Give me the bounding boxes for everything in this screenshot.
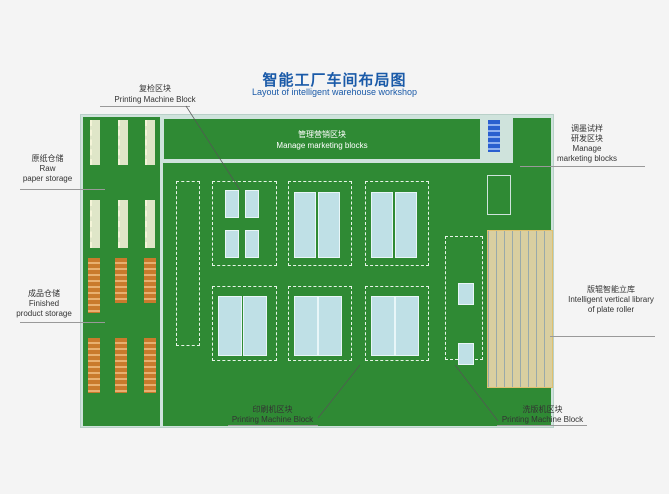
- product-shelf: [88, 338, 100, 393]
- inspection-machine: [245, 190, 259, 218]
- raw-paper-shelf: [90, 200, 100, 248]
- washing-label-cn: 洗版机区块: [522, 405, 563, 414]
- page-title: 智能工厂车间布局图: [262, 72, 407, 89]
- roller-label-cn: 版辊智能立库: [587, 285, 635, 294]
- washing-underline: [497, 425, 587, 426]
- finished-underline: [20, 322, 105, 323]
- printing-machine: [395, 296, 419, 356]
- printing-machine: [318, 296, 342, 356]
- product-shelf: [144, 338, 156, 393]
- roller-label-en1: Intelligent vertical library: [568, 295, 654, 304]
- inspection-zone: [212, 181, 277, 266]
- printing-machine: [294, 192, 316, 258]
- washing-machine: [458, 343, 474, 365]
- inspection-label-en: Printing Machine Block: [114, 95, 196, 104]
- printing-machine: [371, 296, 395, 356]
- rnd-label-cn1: 调墨试样: [571, 124, 603, 133]
- product-shelf: [115, 338, 127, 393]
- small-room: [487, 175, 511, 215]
- raw-label-cn: 原纸仓储: [31, 154, 64, 163]
- roller-underline: [550, 336, 655, 337]
- printing-zone-3: [212, 286, 277, 361]
- plate-roller-library: [487, 230, 553, 388]
- raw-label-en1: Raw: [39, 164, 56, 173]
- printing-underline: [228, 425, 318, 426]
- raw-paper-shelf: [145, 120, 155, 165]
- printing-machine: [218, 296, 242, 356]
- printing-zone-2: [365, 181, 429, 266]
- inspection-machine: [245, 230, 259, 258]
- printing-machine: [371, 192, 393, 258]
- washing-machine: [458, 283, 474, 305]
- server-rack: [488, 120, 500, 152]
- inspection-machine: [225, 190, 239, 218]
- raw-paper-shelf: [118, 120, 128, 165]
- finished-label-en2: product storage: [16, 309, 72, 318]
- raw-label-en2: paper storage: [22, 174, 73, 183]
- product-shelf: [88, 258, 100, 313]
- rnd-underline: [520, 166, 645, 167]
- finished-label-cn: 成品仓储: [28, 289, 60, 298]
- raw-underline: [20, 189, 105, 190]
- printing-label-cn: 印刷机区块: [252, 405, 293, 414]
- printing-zone-5: [365, 286, 429, 361]
- aisle-zone: [176, 181, 200, 346]
- marketing-label-en: Manage marketing blocks: [276, 141, 368, 150]
- printing-machine: [243, 296, 267, 356]
- rnd-label-cn2: 研发区块: [571, 134, 603, 143]
- inspection-underline: [100, 106, 190, 107]
- finished-label-en1: Finished: [28, 299, 60, 308]
- roller-label-en2: of plate roller: [587, 305, 635, 314]
- rnd-label-en2: marketing blocks: [556, 154, 618, 163]
- printing-machine: [318, 192, 340, 258]
- product-shelf: [115, 258, 127, 303]
- washing-label-en: Printing Machine Block: [501, 415, 584, 424]
- raw-paper-shelf: [145, 200, 155, 248]
- printing-label-en: Printing Machine Block: [231, 415, 314, 424]
- raw-paper-shelf: [118, 200, 128, 248]
- page-subtitle: Layout of intelligent warehouse workshop: [251, 87, 418, 97]
- printing-machine: [294, 296, 318, 356]
- inspection-label-cn: 复检区块: [139, 84, 171, 93]
- printing-zone-4: [288, 286, 352, 361]
- marketing-label-cn: 管理营销区块: [298, 130, 346, 139]
- raw-paper-shelf: [90, 120, 100, 165]
- product-shelf: [144, 258, 156, 303]
- inspection-machine: [225, 230, 239, 258]
- printing-zone-1: [288, 181, 352, 266]
- rnd-label-en1: Manage: [572, 144, 602, 153]
- printing-machine: [395, 192, 417, 258]
